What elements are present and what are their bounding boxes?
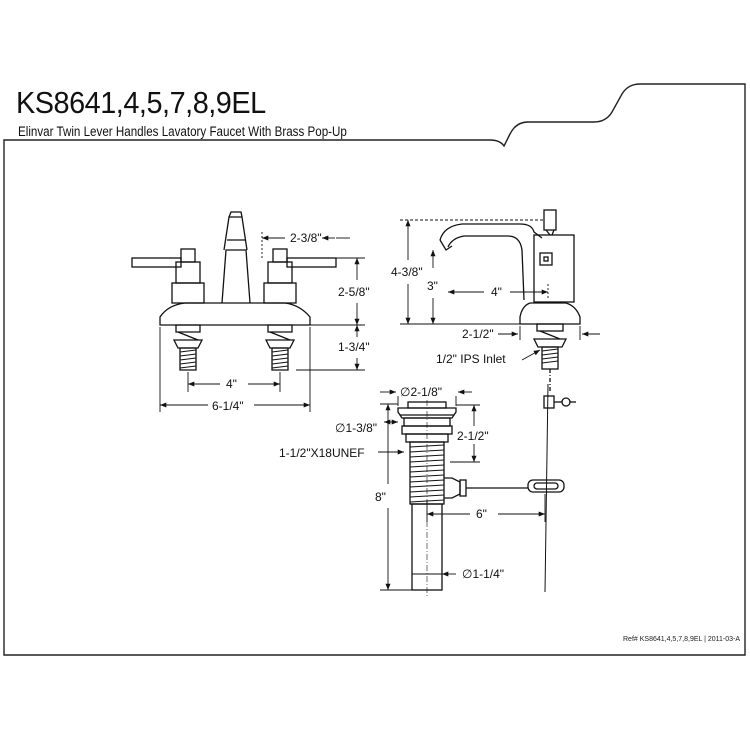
label-tail-dia: ∅1-1/4" <box>462 567 504 581</box>
label-flange-dia: ∅2-1/8" <box>400 385 442 399</box>
label-overall-length: 8" <box>375 490 386 504</box>
label-pivot-length: 6" <box>476 507 487 521</box>
label-spout-height: 3" <box>427 279 438 293</box>
side-view <box>439 209 581 593</box>
side-dimensions <box>400 219 600 361</box>
label-spout-reach: 4" <box>491 285 502 299</box>
label-spout-offset: 2-3/8" <box>290 231 322 245</box>
model-description: Elinvar Twin Lever Handles Lavatory Fauc… <box>18 124 347 139</box>
label-thread-length: 2-1/2" <box>457 429 489 443</box>
drain-dimensions <box>378 389 546 591</box>
label-body-dia: ∅1-3/8" <box>335 421 377 435</box>
label-center-spread: 4" <box>226 377 237 391</box>
label-overall-width: 6-1/4" <box>212 399 244 413</box>
model-title: KS8641,4,5,7,8,9EL <box>16 85 266 120</box>
label-shank-length: 1-3/4" <box>338 340 370 354</box>
drain-assembly <box>397 400 565 598</box>
label-handle-height: 2-5/8" <box>338 285 370 299</box>
dimension-labels: 2-3/8" 2-5/8" 1-3/4" 4" 6-1/4" 4-3/8" 3"… <box>212 231 506 581</box>
label-inlet: 1/2" IPS Inlet <box>436 352 506 366</box>
front-dimensions <box>159 232 365 412</box>
label-overall-height: 4-3/8" <box>391 265 423 279</box>
front-view <box>131 211 337 371</box>
label-base-depth: 2-1/2" <box>462 327 494 341</box>
label-thread-spec: 1-1/2"X18UNEF <box>279 446 365 460</box>
reference-number: Ref# KS8641,4,5,7,8,9EL | 2011-03-A <box>623 636 741 643</box>
sheet-frame <box>3 83 746 656</box>
